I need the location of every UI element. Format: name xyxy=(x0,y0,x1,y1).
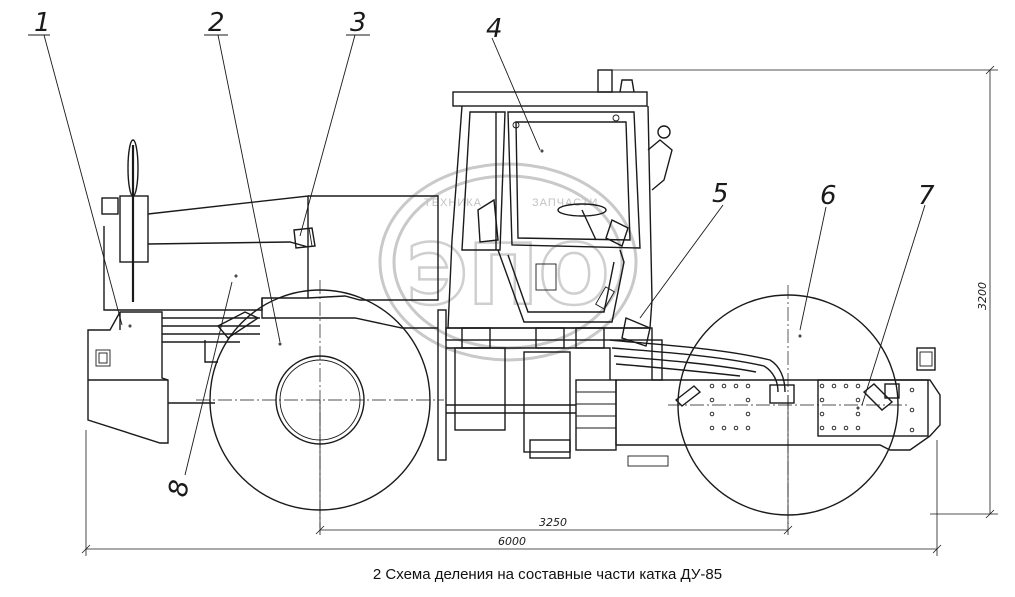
watermark-logo: ТЕХНИКА ЗАПЧАСТИ ЭПО xyxy=(378,162,638,362)
dimension-length-label: 6000 xyxy=(498,535,526,548)
callout-2: 2 xyxy=(208,8,225,38)
hydraulic-lines-rear xyxy=(162,311,260,363)
callout-5: 5 xyxy=(712,179,729,209)
callout-7: 7 xyxy=(918,181,935,211)
dimension-wheelbase-label: 3250 xyxy=(539,516,567,529)
dimension-lines xyxy=(81,65,998,556)
callout-6: 6 xyxy=(820,181,837,211)
center-axes xyxy=(196,280,908,528)
dimension-height-label: 3200 xyxy=(976,282,989,310)
figure-caption: 2 Схема деления на составные части катка… xyxy=(372,566,723,583)
rear-frame xyxy=(87,311,215,444)
rear-post xyxy=(101,139,149,302)
watermark-text-right: ЗАПЧАСТИ xyxy=(532,197,598,209)
bolt-pattern-right xyxy=(819,383,915,433)
watermark-logo-text: ЭПО xyxy=(406,226,609,324)
watermark-text-left: ТЕХНИКА xyxy=(424,197,482,209)
callout-3: 3 xyxy=(350,8,367,38)
bolt-pattern-left xyxy=(709,383,751,431)
callout-leaders xyxy=(28,34,926,476)
part-markers xyxy=(128,149,860,410)
callout-4: 4 xyxy=(486,14,503,44)
engine-hood xyxy=(103,195,439,329)
hydraulic-hoses-front xyxy=(609,317,795,404)
cab-base xyxy=(437,309,669,467)
callout-1: 1 xyxy=(34,8,51,38)
front-frame xyxy=(615,347,941,451)
callout-8: 8 xyxy=(163,478,195,500)
